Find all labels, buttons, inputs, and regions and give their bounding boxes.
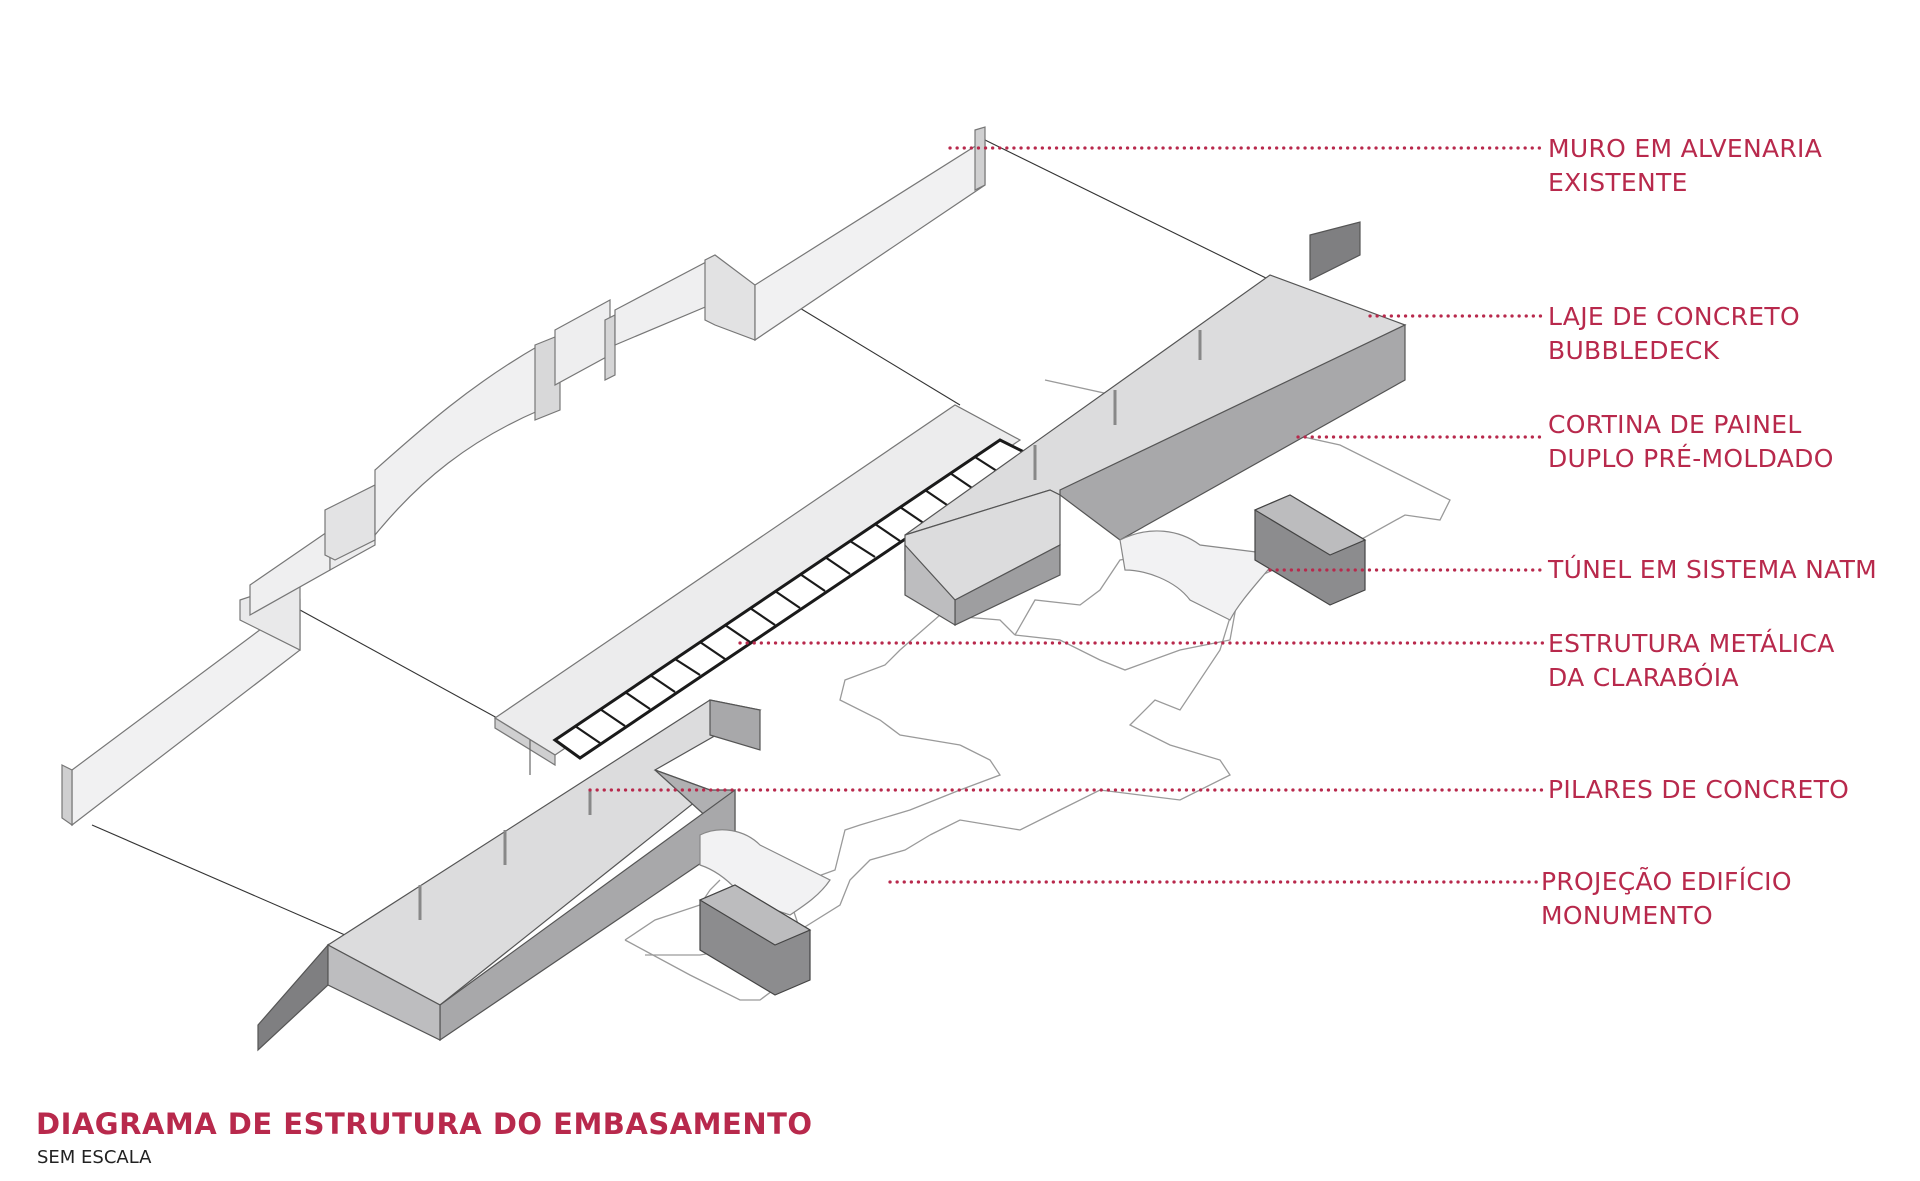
masonry-wall [61, 126, 986, 827]
right-concrete-slab [904, 221, 1407, 627]
label-projecao: PROJEÇÃO EDIFÍCIO MONUMENTO [1541, 867, 1792, 930]
diagram-title: DIAGRAMA DE ESTRUTURA DO EMBASAMENTO [36, 1107, 813, 1141]
right-tunnel [1119, 494, 1367, 621]
left-tunnel [698, 829, 831, 996]
label-estrutura: ESTRUTURA METÁLICA DA CLARABÓIA [1548, 629, 1835, 692]
ground-plane-edges [91, 139, 1271, 936]
label-tunel: TÚNEL EM SISTEMA NATM [1548, 555, 1878, 584]
skylight-slab [493, 404, 1022, 775]
label-laje: LAJE DE CONCRETO BUBBLEDECK [1548, 302, 1800, 365]
label-pilares: PILARES DE CONCRETO [1548, 775, 1850, 804]
leader-lines [588, 146, 1547, 884]
diagram-subtitle: SEM ESCALA [37, 1147, 152, 1168]
left-concrete-slab [257, 699, 762, 1052]
label-cortina: CORTINA DE PAINEL DUPLO PRÉ-MOLDADO [1548, 410, 1834, 473]
label-muro: MURO EM ALVENARIA EXISTENTE [1548, 134, 1823, 197]
